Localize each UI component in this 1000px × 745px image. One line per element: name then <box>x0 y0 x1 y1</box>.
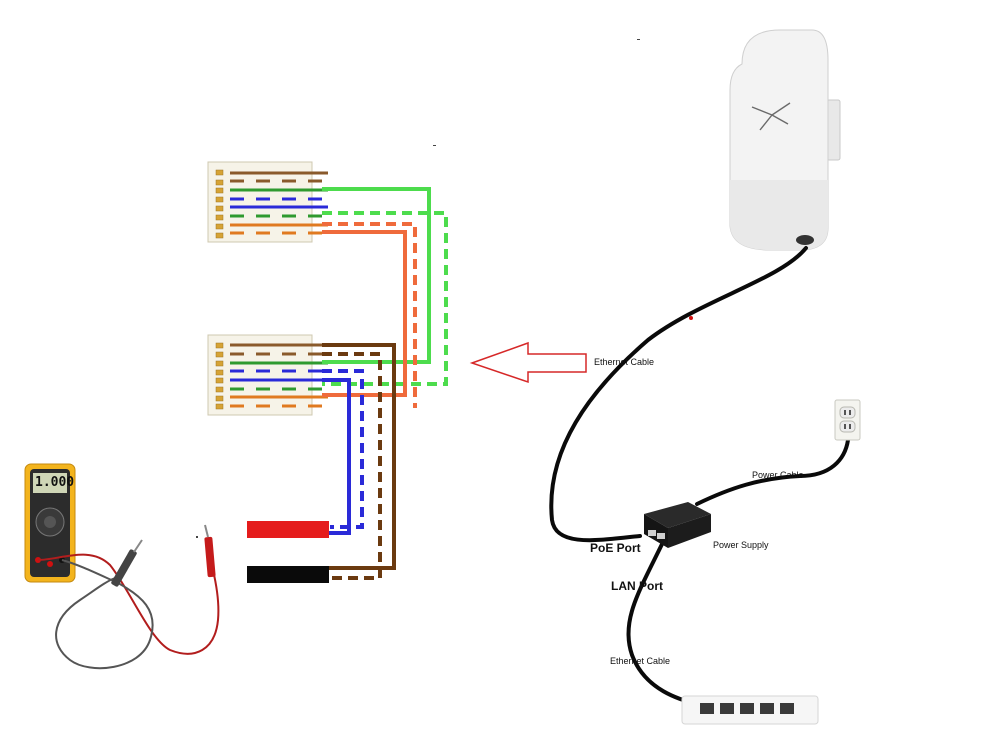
ethernet-cable-label-top: Ethernet Cable <box>594 357 655 367</box>
rj45-connector-bottom <box>207 334 328 416</box>
wire-brown-solid <box>322 343 396 570</box>
power-supply-label: Power Supply <box>713 540 769 550</box>
wire-blue-dashed <box>322 369 364 529</box>
access-point-device-icon <box>729 29 841 251</box>
power-cable-label: Power Cable <box>752 470 804 480</box>
ethernet-cable-label-bottom: Ethernet Cable <box>610 656 671 666</box>
stray-mark <box>196 536 198 538</box>
lan-port-label: LAN Port <box>611 579 663 593</box>
poe-injector-icon <box>644 502 711 548</box>
stray-mark <box>433 145 436 146</box>
red-terminal-bar <box>247 521 329 538</box>
wire-brown-dashed <box>322 352 382 580</box>
power-cable <box>695 438 850 506</box>
crossover-wires <box>322 187 448 580</box>
multimeter-display-value: 1.000 <box>35 475 75 490</box>
wire-blue-solid <box>322 378 351 535</box>
multimeter-icon <box>24 463 76 583</box>
network-cables <box>549 246 850 707</box>
stray-mark <box>637 39 640 40</box>
rj45-connector-top <box>207 161 328 243</box>
black-probe-icon <box>111 539 143 587</box>
wire-orange-dashed <box>322 222 417 408</box>
wall-outlet-icon <box>834 399 861 441</box>
pointer-arrow-icon <box>469 341 587 384</box>
ethernet-cable-ap <box>549 246 808 543</box>
wire-green-solid <box>322 187 431 364</box>
black-terminal-bar <box>247 566 329 583</box>
wire-green-dashed <box>322 211 448 386</box>
ethernet-cable-lan <box>626 538 702 707</box>
red-probe-icon <box>204 524 216 578</box>
network-switch-icon <box>681 695 819 725</box>
poe-port-label: PoE Port <box>590 541 641 555</box>
